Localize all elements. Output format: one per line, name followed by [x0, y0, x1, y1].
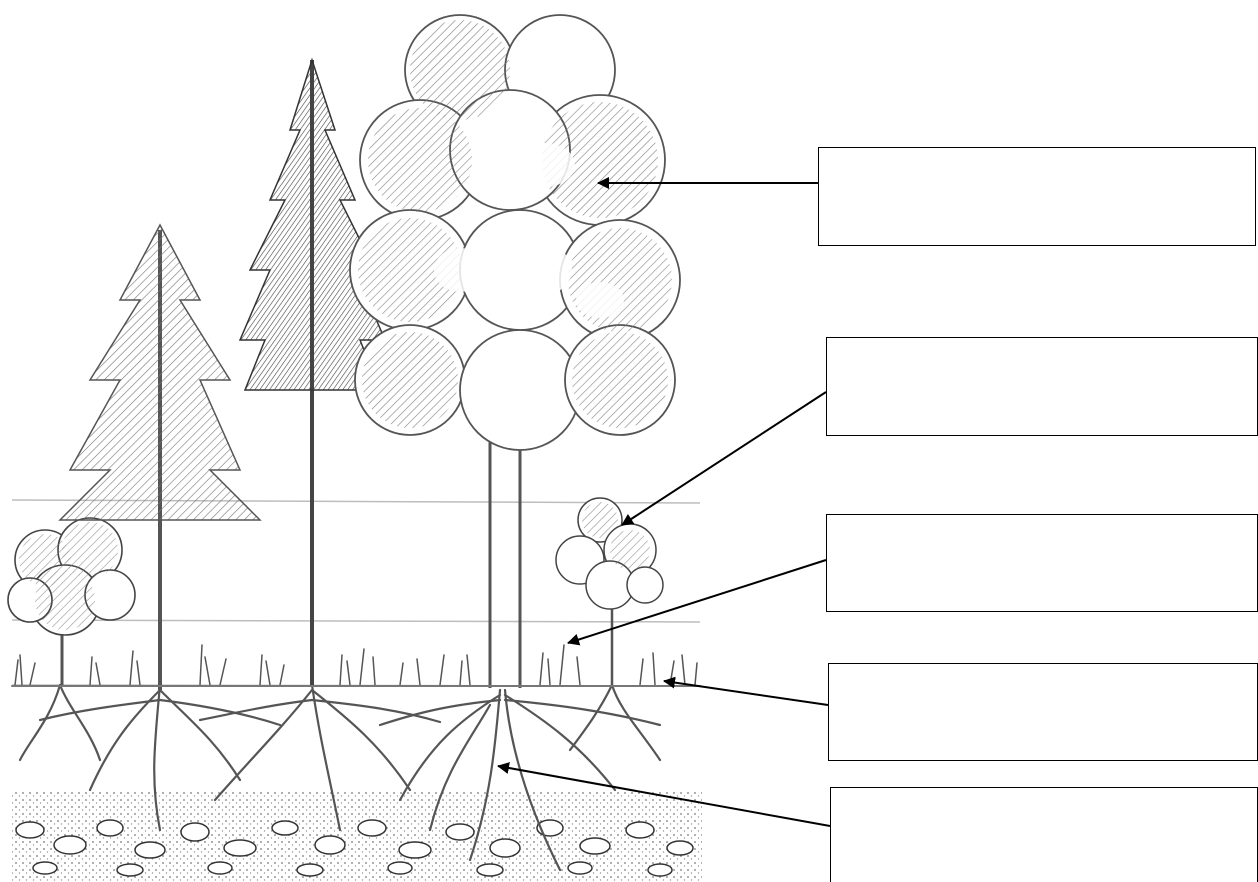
- soil-stone-layer: [12, 790, 702, 882]
- label-box-root-layer[interactable]: [830, 787, 1258, 882]
- label-box-shrub-layer[interactable]: [826, 337, 1258, 436]
- label-box-ground-layer[interactable]: [828, 663, 1258, 761]
- grass-herb-layer: [12, 645, 700, 686]
- small-tree-right: [556, 498, 663, 688]
- left-shrub: [8, 518, 135, 685]
- label-box-canopy[interactable]: [818, 147, 1256, 246]
- arrow-4: [664, 681, 828, 705]
- label-box-herb-layer[interactable]: [826, 514, 1258, 612]
